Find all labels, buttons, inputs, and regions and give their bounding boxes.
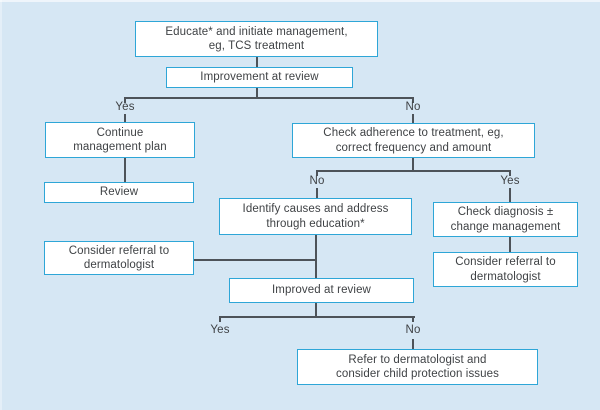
node-consider-referral-dermatologist-right: Consider referral to dermatologist bbox=[433, 252, 578, 287]
node-consider-referral-dermatologist-left: Consider referral to dermatologist bbox=[44, 241, 194, 275]
connector-continue-to-review bbox=[124, 158, 126, 182]
node-improved-at-review: Improved at review bbox=[229, 278, 414, 303]
connector-identify-to-improved bbox=[315, 235, 317, 278]
node-refer-dermatologist-child-protection: Refer to dermatologist and consider chil… bbox=[297, 349, 538, 385]
node-continue-management-plan: Continue management plan bbox=[45, 122, 195, 158]
label-yes-improvement: Yes bbox=[115, 101, 135, 113]
connector-branch2-no-tick bbox=[316, 172, 318, 176]
node-identify-causes-education: Identify causes and address through educ… bbox=[219, 198, 412, 235]
label-no-improved: No bbox=[405, 324, 421, 336]
connector-no-to-identify bbox=[316, 188, 318, 198]
connector-branch1-horizontal bbox=[124, 97, 414, 99]
connector-branch3-yes-tick bbox=[219, 318, 221, 322]
label-no-improvement: No bbox=[405, 101, 421, 113]
node-improvement-at-review: Improvement at review bbox=[166, 67, 353, 88]
node-educate-initiate-management: Educate* and initiate management, eg, TC… bbox=[135, 21, 378, 57]
connector-improvement-to-branch bbox=[256, 88, 258, 97]
connector-no-to-refer bbox=[412, 339, 414, 349]
label-yes-adherence: Yes bbox=[500, 175, 520, 187]
connector-branch3-horizontal bbox=[219, 316, 415, 318]
label-no-adherence: No bbox=[309, 175, 325, 187]
connector-educate-to-improvement bbox=[256, 57, 258, 67]
connector-branch2-horizontal bbox=[316, 170, 511, 172]
connector-adherence-to-branch2 bbox=[412, 158, 414, 171]
connector-referral-left-join bbox=[194, 259, 317, 261]
connector-yes-to-continue bbox=[124, 114, 126, 122]
node-check-diagnosis-change-management: Check diagnosis ± change management bbox=[433, 202, 578, 237]
connector-no-to-adherence bbox=[412, 114, 414, 123]
connector-diagnosis-to-referral bbox=[509, 237, 511, 252]
connector-branch2-yes-tick bbox=[509, 172, 511, 176]
connector-yes-to-diagnosis bbox=[509, 188, 511, 202]
connector-branch1-no-tick bbox=[412, 99, 414, 103]
connector-branch1-yes-tick bbox=[124, 99, 126, 103]
node-review: Review bbox=[44, 182, 194, 203]
connector-improved-to-branch3 bbox=[315, 303, 317, 317]
connector-branch3-no-tick bbox=[412, 318, 414, 322]
node-check-adherence: Check adherence to treatment, eg, correc… bbox=[292, 123, 535, 158]
label-yes-improved: Yes bbox=[210, 324, 230, 336]
